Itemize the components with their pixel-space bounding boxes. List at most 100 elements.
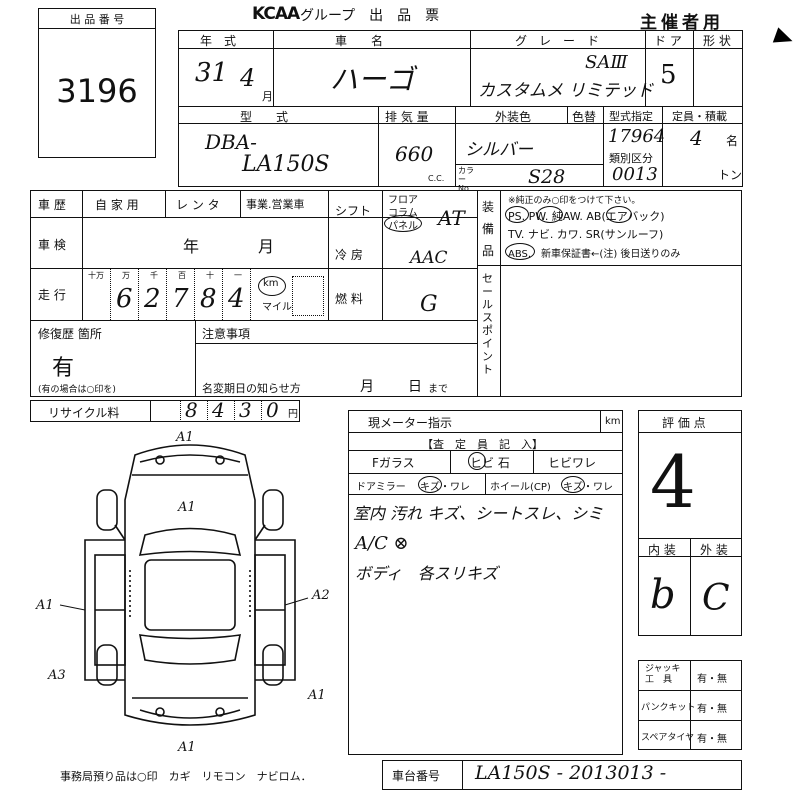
- recycle-box: [30, 400, 300, 422]
- spare-tire-label: スペアタイヤ: [641, 733, 695, 743]
- recycle-digit-1: 8: [185, 398, 198, 422]
- deadline-day: 日: [408, 379, 422, 395]
- lot-number-label: 出 品 番 号: [69, 13, 125, 26]
- shift-label: シフト: [335, 204, 372, 218]
- inspector-remark-1: 室内 汚れ キズ、シートスレ、シミ: [353, 504, 604, 523]
- mirror-scratch-circle: [418, 476, 442, 493]
- color-no-label: カラー No.: [458, 166, 474, 193]
- exterior-color-label: 外装色: [495, 110, 532, 124]
- mileage-digit-10: 8: [200, 284, 217, 314]
- recycle-unit: 円: [288, 409, 298, 420]
- digit-label-1: 一: [234, 271, 242, 280]
- crack-label: ヒビワレ: [548, 456, 597, 470]
- equipment-line1: PS. PW. 純AW. AB(エアバック): [508, 210, 665, 223]
- chassis-number: LA150S - 2013013 -: [475, 762, 667, 784]
- displacement-label: 排 気 量: [385, 110, 429, 124]
- repaint-label: 色替: [572, 110, 597, 124]
- cc-unit: C.C.: [428, 174, 445, 183]
- inspector-remark-3: ボディ 各スリキズ: [355, 564, 498, 583]
- grade-label: グ レ ー ド: [515, 34, 600, 48]
- damage-mark-right: A2: [312, 588, 330, 603]
- car-name-label: 車 名: [335, 34, 384, 48]
- sheet-title: グループ 出 品 票: [300, 8, 440, 24]
- organizer-label: 主催者用: [640, 13, 724, 33]
- wheel-scratch-circle: [561, 476, 585, 493]
- puncture-kit-value: 有・無: [697, 704, 727, 715]
- jack-value: 有・無: [697, 674, 727, 685]
- mile-label: マイル: [262, 302, 292, 313]
- digit-label-10: 十: [206, 271, 214, 280]
- equipment-line3: ABS. 新車保証書←(注) 後日送りのみ: [508, 249, 681, 260]
- km-label: km: [263, 278, 279, 289]
- corner-mark: [772, 27, 796, 49]
- shift-value: AT: [438, 206, 465, 230]
- vehicle-block: [178, 30, 743, 187]
- ps-circle: [505, 206, 529, 223]
- inspection-label: 車 検: [38, 238, 66, 252]
- exterior-color: シルバー: [465, 140, 533, 160]
- exterior-grade: C: [702, 578, 730, 619]
- mileage-label: 走 行: [38, 288, 66, 302]
- damage-mark-left-rear: A3: [48, 668, 66, 683]
- glass-label: Fガラス: [372, 456, 415, 470]
- mileage-digit-1: 4: [228, 284, 245, 314]
- color-no: S28: [528, 166, 566, 188]
- type-designation: 17964: [608, 126, 666, 147]
- puncture-kit-label: パンクキット: [641, 703, 696, 713]
- rental-label: レ ン タ: [176, 198, 220, 212]
- class-label: 類別区分: [609, 152, 653, 165]
- recycle-digit-4: 0: [266, 398, 279, 422]
- digit-label-10k: 万: [122, 271, 130, 280]
- brand-logo: KCAA: [252, 4, 300, 24]
- grade-line1: SAⅢ: [585, 52, 628, 73]
- damage-mark-left: A1: [36, 598, 54, 613]
- floor-label: フロア: [388, 195, 418, 206]
- digit-label-100k: 十万: [88, 271, 104, 280]
- score-value: 4: [650, 440, 696, 524]
- body-label: 形 状: [703, 34, 731, 48]
- history-label: 車 歴: [38, 198, 66, 212]
- spare-tire-value: 有・無: [697, 734, 727, 745]
- interior-label: 内 装: [648, 543, 676, 557]
- recycle-label: リサイクル料: [48, 406, 120, 420]
- inspector-section-label: 【査 定 員 記 入】: [422, 438, 543, 451]
- wheel-value: キズ・ワレ: [563, 482, 613, 493]
- displacement-value: 660: [395, 142, 434, 166]
- year-label: 年 式: [200, 34, 237, 48]
- jack-label: ジャッキ工 具: [645, 664, 681, 685]
- lot-number: 3196: [56, 72, 138, 110]
- meter-unit: km: [605, 416, 621, 427]
- type-designation-label: 型式指定: [609, 110, 653, 123]
- interior-grade: b: [650, 572, 676, 618]
- chassis-label: 車台番号: [392, 769, 441, 783]
- fuel-label: 燃 料: [335, 292, 363, 306]
- notes-label: 注意事項: [202, 327, 251, 341]
- ac-value: AAC: [410, 248, 448, 268]
- digit-label-100: 百: [178, 271, 186, 280]
- mirror-value: キズ・ワレ: [420, 482, 470, 493]
- model-code: LA150S: [242, 152, 330, 177]
- doors-label: ド ア: [654, 34, 682, 48]
- load-unit: トン: [718, 168, 743, 182]
- month-unit: 月: [262, 90, 273, 103]
- panel-circle: [384, 215, 422, 232]
- chip-circle: [468, 452, 486, 470]
- month-value: 4: [240, 64, 256, 92]
- model-label: 型 式: [240, 110, 289, 124]
- capacity-value: 4: [690, 126, 703, 150]
- chassis-box: [382, 760, 742, 790]
- ac-label: 冷 房: [335, 248, 363, 262]
- usage-block: [30, 190, 742, 397]
- ab-circle: [606, 206, 632, 223]
- office-note: 事務局預り品は○印 カギ リモコン ナビロム．: [60, 770, 312, 783]
- business-use-label: 事業.営業車: [246, 198, 305, 211]
- wheel-label: ホイール(CP): [490, 482, 551, 493]
- abs-circle: [505, 243, 535, 260]
- mileage-digit-1k: 2: [144, 284, 161, 314]
- mileage-digit-10k: 6: [116, 284, 133, 314]
- damage-mark-rear-right: A1: [308, 688, 326, 703]
- damage-mark-front: A1: [176, 430, 194, 445]
- equipment-line2: TV. ナビ. カワ. SR(サンルーフ): [508, 228, 664, 241]
- equipment-label: 装 備 品: [482, 200, 495, 258]
- mile-check-box: [292, 276, 324, 316]
